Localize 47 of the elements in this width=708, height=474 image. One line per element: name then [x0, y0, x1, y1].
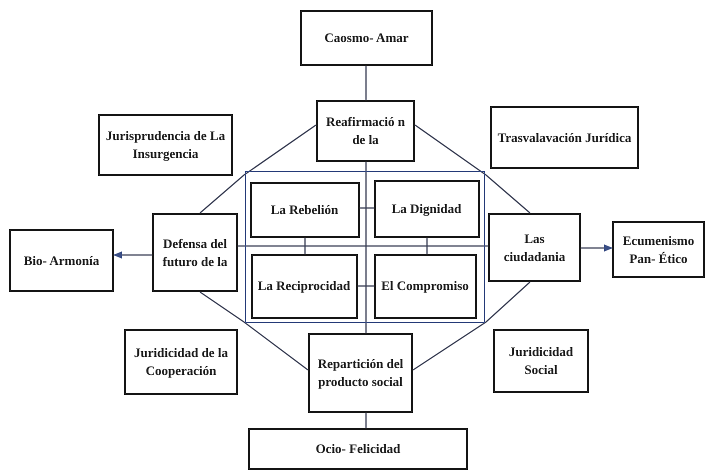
concept-box [612, 221, 705, 278]
concept-label: Bio- Armonía [22, 252, 100, 270]
connector-line [200, 291, 308, 371]
concept-box [152, 213, 238, 292]
concept-label: Ocio- Felicidad [314, 440, 402, 458]
concept-label: Reafirmació n de la [324, 113, 406, 149]
concept-box [248, 428, 468, 470]
concept-box [308, 333, 413, 413]
concept-box [493, 329, 589, 393]
concept-box [374, 180, 480, 238]
concept-label: La Rebelión [270, 200, 340, 218]
concept-label: Defensa del futuro de la [162, 234, 228, 270]
connector-line [426, 238, 428, 254]
concept-label: Jurisprudencia de La Insurgencia [104, 127, 226, 163]
concept-box [300, 10, 433, 66]
connector-line [360, 207, 374, 209]
connector-line [200, 124, 316, 214]
arrow [581, 244, 613, 252]
concept-box [9, 229, 114, 292]
concept-box [374, 254, 476, 318]
connector-line [238, 245, 488, 247]
concept-box [250, 182, 360, 238]
concept-label: Juridicidad Social [508, 343, 574, 379]
concept-label: Juridicidad de la Cooperación [133, 344, 229, 380]
connector-line [304, 238, 306, 254]
connector-line [412, 282, 530, 371]
concept-label: Trasvalavación Jurídica [496, 128, 632, 146]
connector-line [365, 162, 367, 333]
concept-label: Caosmo- Amar [323, 29, 410, 47]
concept-label: El Compromiso [380, 277, 470, 295]
concept-label: La Dignidad [390, 200, 462, 218]
concept-box [124, 329, 238, 395]
connector-line [365, 413, 367, 428]
connector-line [365, 66, 367, 100]
frame-box [245, 171, 485, 323]
connector-line [358, 285, 374, 287]
concept-box [490, 106, 639, 169]
concept-box [316, 100, 415, 162]
arrow [113, 251, 152, 259]
concept-label: Ecumenismo Pan- Ético [622, 232, 696, 268]
concept-label: Repartición del producto social [316, 355, 404, 391]
concept-label: Las ciudadania [502, 230, 566, 266]
connector-line [414, 124, 530, 214]
concept-label: La Reciprocidad [256, 277, 352, 295]
concept-box [488, 213, 581, 282]
concept-box [250, 254, 358, 318]
concept-box [98, 114, 233, 176]
